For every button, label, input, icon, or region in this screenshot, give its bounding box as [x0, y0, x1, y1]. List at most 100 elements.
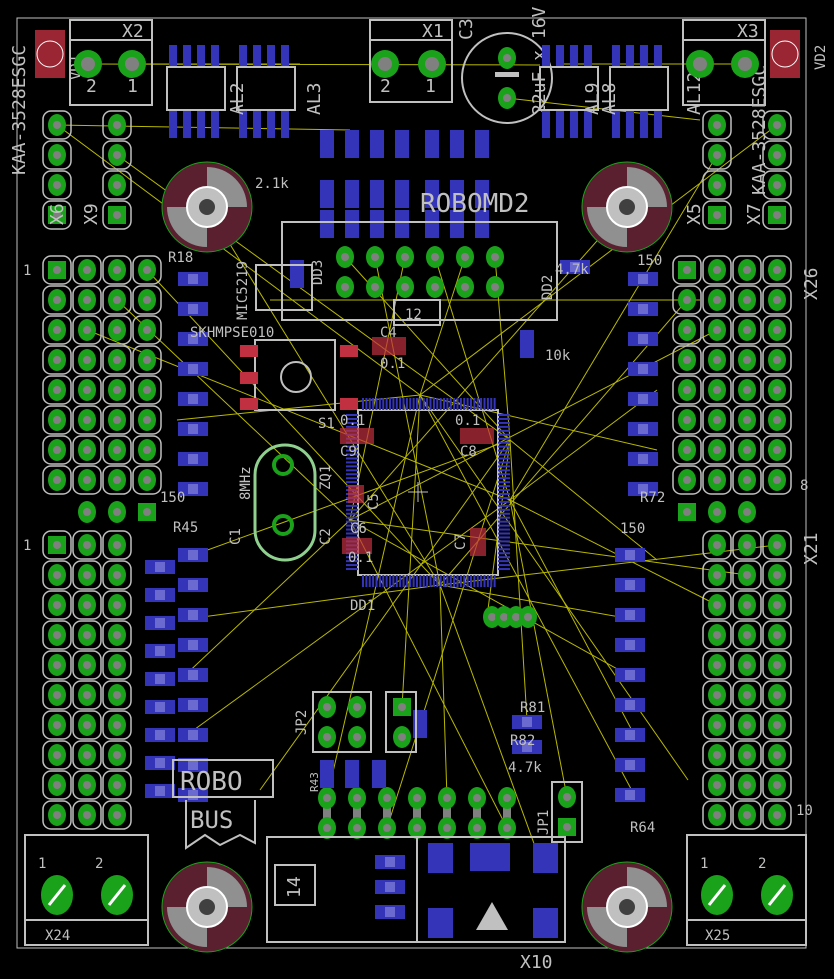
- pad-outline: [42, 710, 72, 740]
- pad-outline: [762, 405, 792, 435]
- led-vd2[interactable]: VD2 KAA-3528ESGC: [749, 30, 829, 195]
- drill-hole: [353, 794, 361, 802]
- airwire: [419, 256, 466, 396]
- drill-hole: [353, 703, 361, 711]
- crystal-zq1[interactable]: 8MHz ZQ1 C1 C2: [228, 443, 334, 562]
- mcu-pin: [346, 445, 358, 448]
- led-vd1[interactable]: VD1 KAA-3528ESGC: [9, 30, 84, 175]
- mcu-pin: [399, 575, 402, 587]
- drill-hole: [743, 601, 751, 609]
- drill-hole: [524, 613, 532, 621]
- pad-outline: [132, 435, 162, 465]
- soic-pin: [556, 45, 564, 67]
- connector-x1[interactable]: X1 2 1: [369, 19, 453, 103]
- drill-hole: [773, 661, 781, 669]
- mcu-pin: [446, 575, 449, 587]
- smd-resistors[interactable]: [145, 130, 658, 919]
- smd-resistor-center: [188, 274, 198, 284]
- smd-resistor: [450, 210, 464, 238]
- drill-hole: [713, 508, 721, 516]
- drill-hole: [431, 283, 439, 291]
- connector-x3[interactable]: X3: [682, 19, 766, 106]
- smd-resistor-center: [385, 882, 395, 892]
- mcu-pin: [498, 496, 510, 499]
- drill-hole: [113, 508, 121, 516]
- soic-pin: [211, 110, 219, 138]
- mcu-pin: [498, 421, 510, 424]
- drill-hole: [683, 386, 691, 394]
- pad-outline: [42, 435, 72, 465]
- drill-hole: [113, 386, 121, 394]
- switch-s1[interactable]: SKHMPSE010 S1: [190, 325, 358, 432]
- drill-hole: [713, 811, 721, 819]
- drill-hole: [83, 476, 91, 484]
- x24-label: X24: [45, 928, 70, 944]
- mcu-pin: [476, 575, 479, 587]
- drill-hole: [113, 356, 121, 364]
- drill-hole: [773, 416, 781, 424]
- soic-pin: [626, 110, 634, 138]
- pad-outline: [42, 590, 72, 620]
- soic-pin: [197, 45, 205, 67]
- mcu-pin: [490, 398, 493, 410]
- vd2-label: VD2: [813, 45, 829, 70]
- jp1-label: JP1: [536, 810, 552, 835]
- drill-hole: [713, 661, 721, 669]
- smd-resistor-center: [625, 700, 635, 710]
- drill-hole: [113, 266, 121, 274]
- jp2-label: JP2: [294, 710, 310, 735]
- terminal-x24[interactable]: X24 1 2: [24, 834, 149, 946]
- airwire: [386, 439, 511, 829]
- pin-label: 2: [86, 76, 97, 97]
- pad-outline: [42, 170, 72, 200]
- terminal-x25[interactable]: X25 1 2: [686, 834, 807, 946]
- soic-body: [236, 66, 296, 111]
- mcu-pin: [429, 398, 432, 410]
- smd-resistor: [320, 760, 334, 788]
- mcu-pin: [456, 398, 459, 410]
- dd1-label: DD1: [350, 598, 375, 614]
- smd-resistor-center: [385, 907, 395, 917]
- drill-hole: [743, 811, 751, 819]
- mcu-pin: [402, 398, 405, 410]
- drill-hole: [53, 211, 61, 219]
- drill-hole: [113, 661, 121, 669]
- pad-outline: [762, 170, 792, 200]
- soic-pin: [584, 45, 592, 67]
- drill-hole: [743, 296, 751, 304]
- mcu-pin: [439, 398, 442, 410]
- drill-hole: [563, 823, 571, 831]
- drill-hole: [743, 571, 751, 579]
- drill-hole: [81, 57, 95, 71]
- pad-outline: [732, 710, 762, 740]
- capacitors-small[interactable]: C4 0.1 C9 0.1 C8 0.1 C5 C6 0.1 C7: [340, 325, 494, 566]
- mcu-pin: [362, 398, 364, 410]
- jumper-jp1[interactable]: JP1: [536, 781, 583, 843]
- drill-hole: [713, 296, 721, 304]
- mcu-pin: [498, 445, 510, 448]
- airwire: [509, 499, 568, 798]
- capacitor-c3[interactable]: C3 22uF x 16V: [456, 6, 553, 124]
- soic-pin: [267, 110, 275, 138]
- mcu-pin: [459, 575, 462, 587]
- soic-pin: [542, 45, 550, 67]
- through-hole-pads[interactable]: [41, 47, 793, 915]
- pad-outline: [672, 465, 702, 495]
- drill-hole: [323, 824, 331, 832]
- pad-outline: [72, 435, 102, 465]
- jumper-jp2[interactable]: JP2: [294, 691, 372, 753]
- pad-outline: [102, 315, 132, 345]
- pad-outline: [702, 530, 732, 560]
- drill-hole: [83, 661, 91, 669]
- drill-hole: [53, 326, 61, 334]
- drill-hole: [425, 57, 439, 71]
- connector-x10[interactable]: X10: [416, 836, 566, 973]
- pad-outline: [102, 560, 132, 590]
- connector-x2[interactable]: X2 2 1: [69, 19, 153, 106]
- drill-hole: [323, 794, 331, 802]
- jumper-2pin[interactable]: [385, 691, 417, 753]
- mcu-pin: [436, 398, 439, 410]
- mcu-pin: [422, 398, 425, 410]
- pad-outline: [732, 405, 762, 435]
